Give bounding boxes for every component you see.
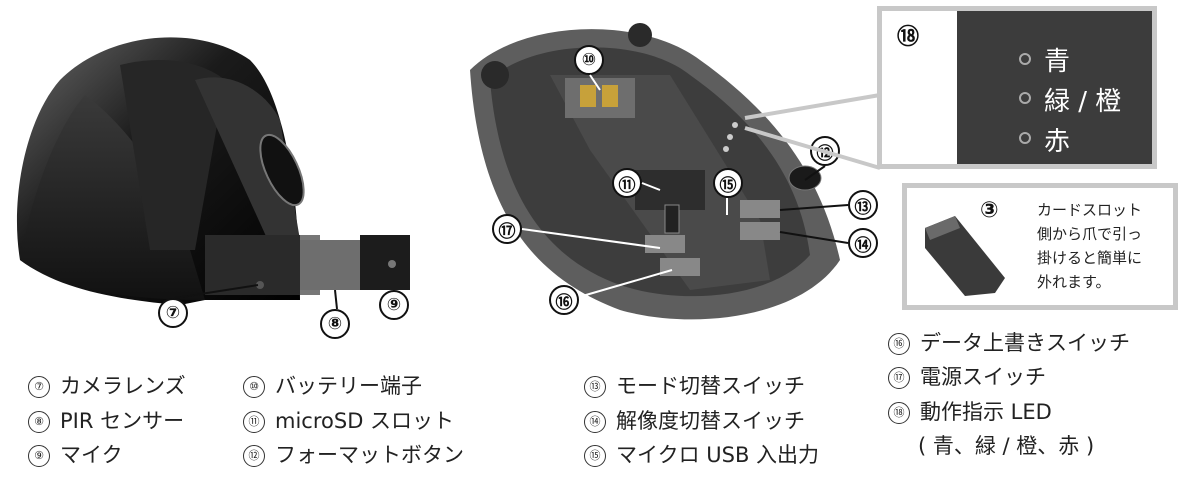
legend-num: ⑫: [243, 445, 265, 467]
callout-13: ⑬: [848, 190, 878, 220]
led-dot-blue: [1019, 53, 1031, 65]
legend-item-18-colors: ( 青、緑 / 橙、赤 ): [918, 430, 1094, 460]
legend-num: ⑦: [28, 376, 50, 398]
callout-18: ⑱: [897, 25, 920, 50]
led-label-green-orange: 緑 / 橙: [1044, 87, 1122, 117]
legend-item-18: ⑱ 動作指示 LED: [888, 396, 1052, 426]
callout-9: ⑨: [379, 290, 409, 320]
sd-card-note-line2: 側から爪で引っ: [1037, 225, 1143, 243]
legend-label: PIR センサー: [60, 409, 185, 433]
legend-num: ⑯: [888, 333, 910, 355]
callout-10: ⑩: [574, 45, 604, 75]
legend-label: データ上書きスイッチ: [920, 331, 1130, 355]
legend-label: 動作指示 LED: [920, 400, 1052, 424]
legend-label: 電源スイッチ: [920, 365, 1046, 389]
callout-15: ⑮: [713, 168, 743, 198]
legend-num: ⑬: [584, 376, 606, 398]
callout-8: ⑧: [320, 309, 350, 339]
legend-item-13: ⑬ モード切替スイッチ: [584, 370, 805, 400]
legend-label: モード切替スイッチ: [616, 374, 805, 398]
legend-item-9: ⑨ マイク: [28, 439, 123, 469]
callout-lines-underside: [641, 93, 881, 244]
legend-item-8: ⑧ PIR センサー: [28, 405, 184, 435]
led-label-blue: 青: [1044, 47, 1071, 77]
callout-16: ⑯: [549, 285, 579, 315]
callout-11: ⑪: [612, 168, 642, 198]
legend-num: ⑮: [584, 445, 606, 467]
legend-label: microSD スロット: [275, 409, 455, 433]
sd-card-note-line1: カードスロット: [1037, 201, 1143, 219]
legend-item-16: ⑯ データ上書きスイッチ: [888, 327, 1130, 357]
sd-card-note-line3: 掛けると簡単に: [1037, 249, 1143, 267]
legend-item-12: ⑫ フォーマットボタン: [243, 439, 464, 469]
legend-item-11: ⑪ microSD スロット: [243, 405, 454, 435]
sd-card-inset: ③ カードスロット 側から爪で引っ 掛けると簡単に 外れます。: [902, 183, 1178, 310]
legend-label: 解像度切替スイッチ: [616, 409, 805, 433]
legend-label: ( 青、緑 / 橙、赤 ): [918, 434, 1095, 458]
legend-num: ⑨: [28, 445, 50, 467]
legend-label: カメラレンズ: [60, 374, 186, 398]
led-inset: ⑱ 青 緑 / 橙 赤: [877, 6, 1157, 169]
legend-num: ⑱: [888, 402, 910, 424]
sd-card-cover-image: [925, 216, 1005, 296]
legend-label: バッテリー端子: [275, 374, 422, 398]
callout-3: ③: [980, 198, 999, 223]
callout-7: ⑦: [158, 298, 188, 328]
sd-card-note-line4: 外れます。: [1037, 273, 1111, 291]
legend-label: フォーマットボタン: [275, 443, 464, 467]
legend-label: マイクロ USB 入出力: [616, 443, 820, 467]
legend-num: ⑩: [243, 376, 265, 398]
legend-item-7: ⑦ カメラレンズ: [28, 370, 186, 400]
led-label-red: 赤: [1044, 127, 1071, 157]
legend-label: マイク: [60, 443, 123, 467]
led-inset-photo: [957, 11, 1152, 164]
callout-17: ⑰: [492, 214, 522, 244]
legend-num: ⑪: [243, 411, 265, 433]
legend-item-17: ⑰ 電源スイッチ: [888, 361, 1046, 391]
legend-num: ⑧: [28, 411, 50, 433]
sd-card-note: カードスロット 側から爪で引っ 掛けると簡単に 外れます。: [1037, 198, 1142, 294]
legend-item-15: ⑮ マイクロ USB 入出力: [584, 439, 819, 469]
legend-item-14: ⑭ 解像度切替スイッチ: [584, 405, 805, 435]
callout-14: ⑭: [848, 228, 878, 258]
legend-num: ⑭: [584, 411, 606, 433]
legend-item-10: ⑩ バッテリー端子: [243, 370, 422, 400]
mouse-front-buttons: [300, 235, 410, 290]
legend-num: ⑰: [888, 367, 910, 389]
led-dot-green-orange: [1019, 92, 1031, 104]
mouse-underside-illustration: [470, 23, 840, 320]
led-dot-red: [1019, 132, 1031, 144]
